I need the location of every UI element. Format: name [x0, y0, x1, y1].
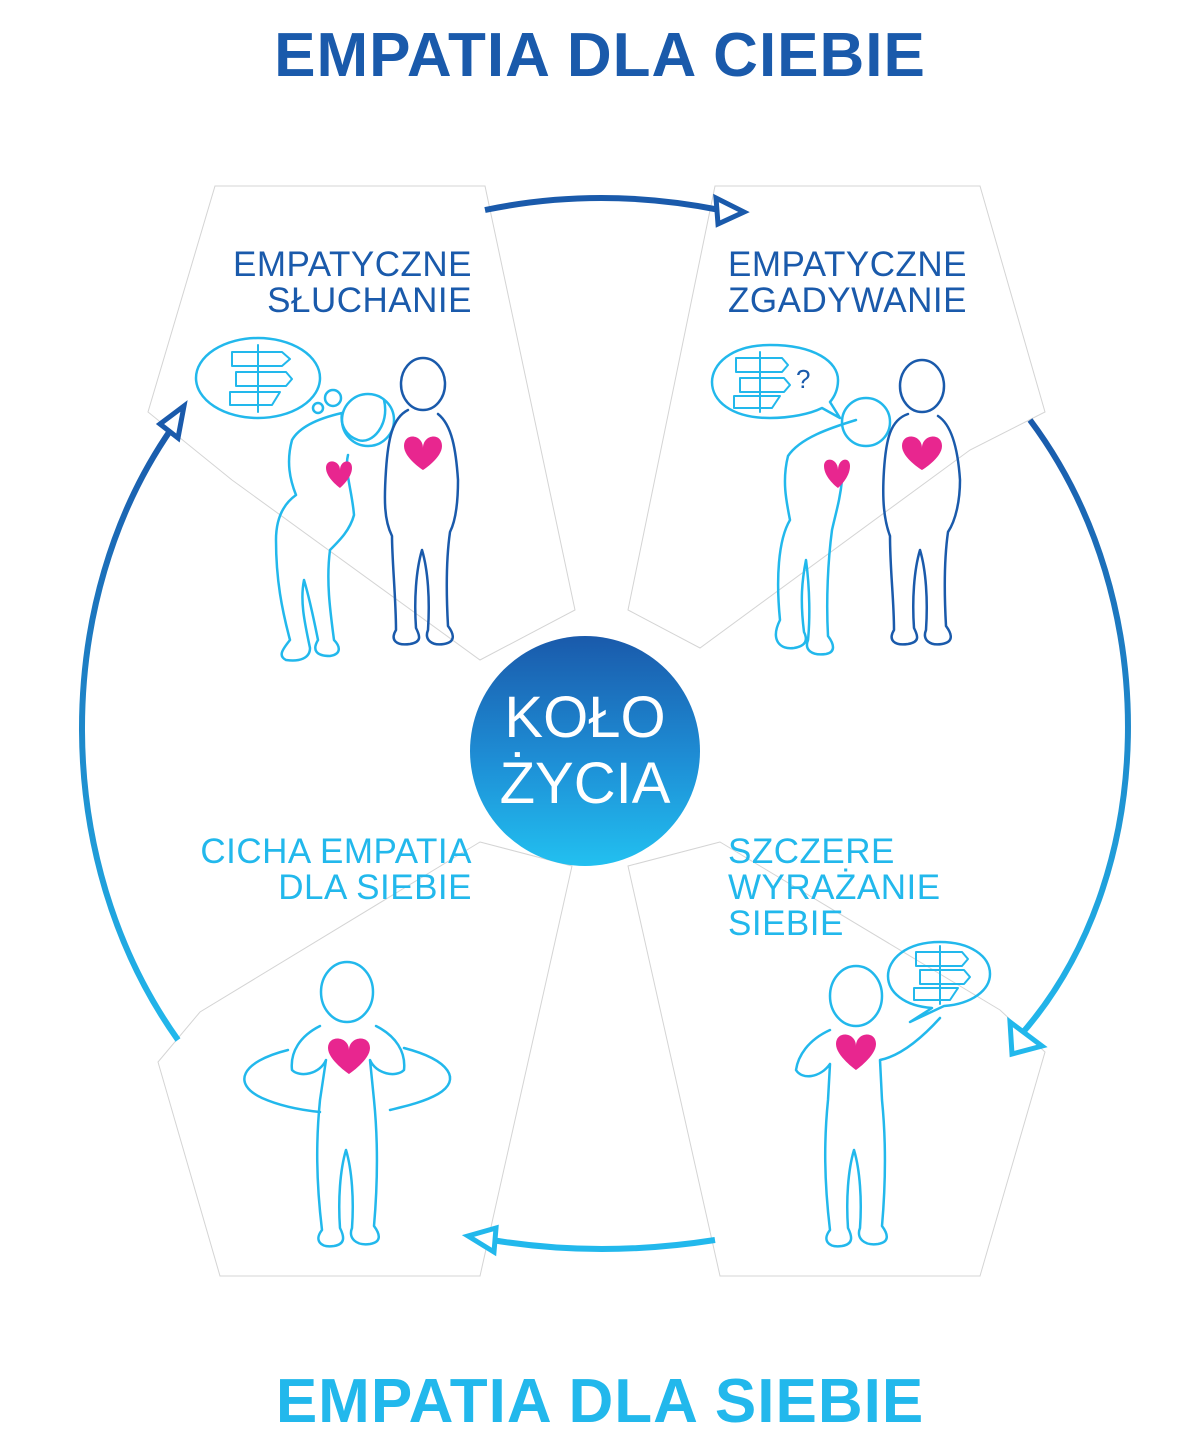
cycle-arrow-icon — [79, 426, 181, 1042]
hub-line: ŻYCIA — [499, 751, 671, 816]
top-heading: EMPATIA DLA CIEBIE — [274, 21, 926, 90]
orbit-ring-left — [243, 1048, 322, 1114]
arrowhead-right — [1007, 1016, 1048, 1058]
illustration-self-empathy — [243, 960, 452, 1248]
heart-icon — [902, 436, 942, 470]
segment-outlines — [147, 185, 1046, 1277]
illustration-guessing: ? — [710, 343, 962, 656]
thought-dot — [323, 388, 343, 408]
thought-dot — [311, 401, 325, 415]
speech-bubble — [886, 940, 992, 1024]
guesser-body — [774, 418, 858, 656]
expresser-body — [794, 1016, 942, 1248]
label-line: WYRAŻANIE — [728, 868, 941, 907]
heart-icon — [326, 461, 352, 488]
label-line: SZCZERE — [728, 832, 895, 871]
segment-bottom-right — [627, 841, 1046, 1277]
hub-circle — [470, 636, 700, 866]
speaker-head — [399, 356, 447, 412]
label-empathic-listening: EMPATYCZNE SŁUCHANIE — [150, 247, 472, 319]
arrowhead-bottom — [461, 1224, 499, 1257]
listener-head — [340, 392, 396, 448]
thought-bubble — [194, 336, 322, 420]
hub-label: KOŁO ŻYCIA — [470, 636, 700, 866]
segment-top-left — [147, 185, 576, 661]
hub-line: KOŁO — [504, 685, 666, 750]
expresser-head — [828, 964, 884, 1028]
cycle-arrow-icon — [491, 1237, 716, 1252]
heart-icon — [824, 459, 850, 488]
heart-icon — [328, 1038, 370, 1074]
signpost-icon — [913, 945, 971, 1005]
arrowhead-top — [713, 193, 750, 228]
label-line: DLA SIEBIE — [278, 868, 472, 907]
label-line: SIEBIE — [728, 904, 844, 943]
label-line: CICHA EMPATIA — [200, 832, 472, 871]
label-empathic-guessing: EMPATYCZNE ZGADYWANIE — [728, 247, 967, 319]
label-silent-self-empathy: CICHA EMPATIA DLA SIEBIE — [130, 834, 472, 906]
label-line: EMPATYCZNE — [728, 245, 967, 284]
segment-bottom-left — [157, 841, 573, 1277]
heart-icon — [404, 436, 442, 470]
speaker-body — [383, 408, 460, 646]
arrowhead-left — [155, 400, 188, 443]
cycle-arrows — [79, 193, 1131, 1257]
signpost-icon — [229, 344, 293, 413]
bottom-heading: EMPATIA DLA SIEBIE — [275, 1367, 925, 1436]
listener-body — [274, 398, 387, 662]
label-line: EMPATYCZNE — [233, 245, 472, 284]
illustration-self-expression — [794, 940, 992, 1248]
self-body — [290, 1024, 406, 1248]
signpost-icon — [733, 351, 791, 413]
partner-head — [898, 358, 946, 414]
label-line: ZGADYWANIE — [728, 281, 967, 320]
cycle-arrow-icon — [1015, 418, 1131, 1041]
guesser-head — [840, 396, 892, 448]
illustration-listening — [194, 336, 460, 662]
segment-top-right — [627, 185, 1046, 649]
orbit-ring-right — [388, 1046, 452, 1112]
question-mark-icon: ? — [796, 364, 810, 394]
speech-bubble — [710, 343, 842, 420]
self-head — [319, 960, 375, 1024]
heart-icon — [836, 1034, 876, 1070]
label-honest-self-expression: SZCZERE WYRAŻANIE SIEBIE — [728, 834, 941, 942]
cycle-arrow-icon — [484, 195, 721, 213]
partner-body — [882, 412, 962, 646]
label-line: SŁUCHANIE — [267, 281, 472, 320]
